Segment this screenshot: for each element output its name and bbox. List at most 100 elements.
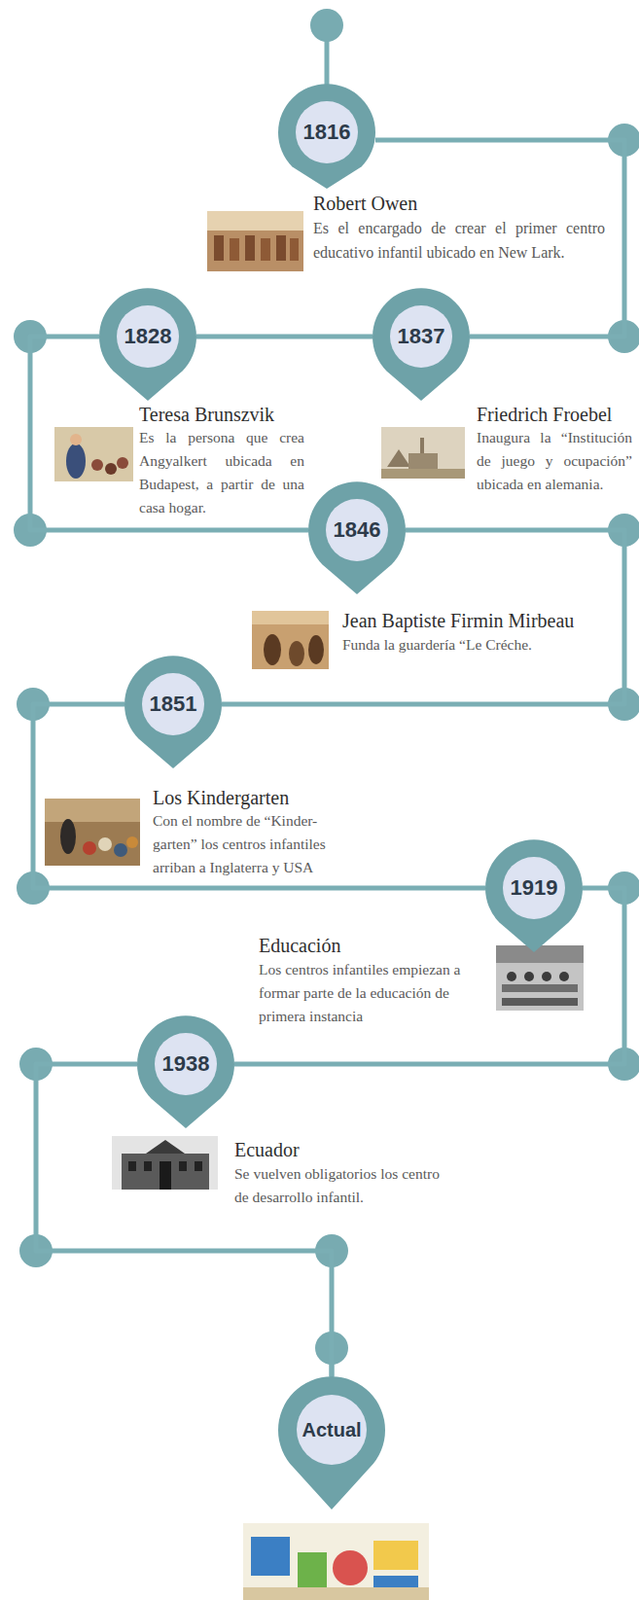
photo-detail [143, 1161, 152, 1172]
event-heading: Jean Baptiste Firmin Mirbeau [342, 608, 617, 633]
photo-detail [70, 433, 82, 446]
photo-detail [145, 1139, 185, 1154]
pin-inner [154, 1032, 217, 1096]
photo-detail [524, 971, 534, 982]
photo-detail [116, 457, 129, 469]
event-heading: Los Kindergarten [152, 785, 348, 810]
photo-mirbeau [251, 610, 329, 670]
pin-inner [295, 101, 358, 164]
photo-detail [66, 443, 86, 479]
timeline-pin: 1851 [124, 655, 222, 769]
year-text: Actual [301, 1419, 361, 1442]
pin-label-box: 1846 [308, 481, 406, 579]
photo-detail [559, 971, 569, 982]
photo-detail [91, 459, 104, 471]
photo-detail [159, 1161, 172, 1190]
event-heading: Ecuador [234, 1137, 468, 1162]
pin-label-box: 1837 [372, 287, 470, 386]
pin-label-box: 1828 [99, 287, 197, 386]
year-text: 1828 [124, 323, 173, 350]
year-text: 1846 [333, 517, 382, 543]
pin-outline [124, 655, 222, 769]
photo-detail [243, 1587, 429, 1600]
pin-inner [502, 856, 566, 920]
event-heading: Friedrich Froebel [476, 402, 633, 426]
photo-detail [288, 640, 305, 667]
photo-detail [276, 235, 286, 261]
event-description: Funda la guardería “Le Créche. [342, 633, 615, 657]
event-description: Inaugura la “Institución de juego y ocup… [476, 426, 633, 497]
photo-detail [121, 1153, 210, 1190]
pin-outline [372, 287, 470, 401]
photo-detail [263, 634, 282, 666]
photo-education [496, 945, 584, 1011]
photo-detail [260, 238, 271, 261]
year-text: 1938 [162, 1051, 211, 1077]
photo-detail [245, 235, 255, 261]
photo-detail [250, 1536, 290, 1576]
photo-detail [251, 610, 329, 625]
timeline-pin: 1816 [278, 83, 376, 189]
timeline-pin: Actual [278, 1376, 386, 1510]
year-text: 1816 [303, 119, 352, 145]
photo-detail [387, 449, 411, 467]
event-description: Es la persona que crea Angyalkert ubicad… [139, 426, 305, 520]
pin-label-box: Actual [278, 1376, 386, 1484]
timeline-pin: 1919 [485, 839, 583, 953]
pin-outline [99, 287, 197, 401]
photo-detail [44, 798, 141, 822]
pin-outline [278, 1376, 386, 1510]
pin-label-box: 1919 [485, 839, 583, 937]
pin-inner [325, 498, 389, 562]
photo-detail [105, 462, 117, 475]
pin-label-box: 1938 [137, 1015, 235, 1113]
photo-detail [60, 818, 76, 854]
photo-detail [308, 635, 324, 665]
pin-inner [296, 1394, 367, 1465]
event-description: Los centros infantiles empiezan a formar… [258, 958, 489, 1029]
photo-detail [289, 238, 299, 261]
photo-detail [128, 1161, 137, 1172]
photo-teresa [54, 426, 134, 482]
photo-detail [501, 997, 578, 1006]
timeline-pin: 1828 [99, 287, 197, 401]
pin-shape [278, 1376, 386, 1510]
photo-detail [381, 468, 465, 479]
year-text: 1837 [397, 323, 446, 350]
year-text: 1919 [510, 875, 559, 901]
pin-inner [390, 305, 453, 368]
event-description: Es el encargado de crear el primer centr… [313, 215, 605, 265]
photo-detail [207, 211, 304, 231]
photo-detail [373, 1540, 419, 1570]
photo-detail [332, 1550, 368, 1586]
event-heading: Robert Owen [313, 191, 605, 215]
timeline-pin: 1846 [308, 481, 406, 595]
event-description: Se vuelven obligatorios los centro de de… [234, 1162, 451, 1209]
year-text: 1851 [149, 691, 198, 717]
timeline-line [196, 334, 373, 340]
event-heading: Teresa Brunszvik [139, 402, 307, 426]
event-description: Con el nombre de “Kinder- garten” los ce… [152, 809, 330, 880]
pin-inner [116, 305, 179, 368]
pin-outline [308, 481, 406, 595]
photo-detail [113, 843, 128, 857]
photo-detail [420, 437, 425, 454]
pin-label-box: 1816 [278, 83, 376, 181]
photo-detail [229, 238, 240, 261]
pin-outline [485, 839, 583, 953]
photo-detail [501, 984, 578, 993]
timeline-dot [310, 8, 344, 42]
timeline-line [33, 704, 486, 888]
event-heading: Educación [258, 933, 493, 958]
photo-detail [126, 836, 139, 849]
photo-detail [194, 1161, 203, 1172]
timeline-line [221, 530, 625, 705]
photo-detail [213, 235, 224, 261]
photo-ecuador [111, 1136, 218, 1190]
photo-detail [541, 971, 552, 982]
photo-owen [207, 211, 304, 272]
photo-detail [496, 945, 584, 963]
timeline-pin: 1837 [372, 287, 470, 401]
